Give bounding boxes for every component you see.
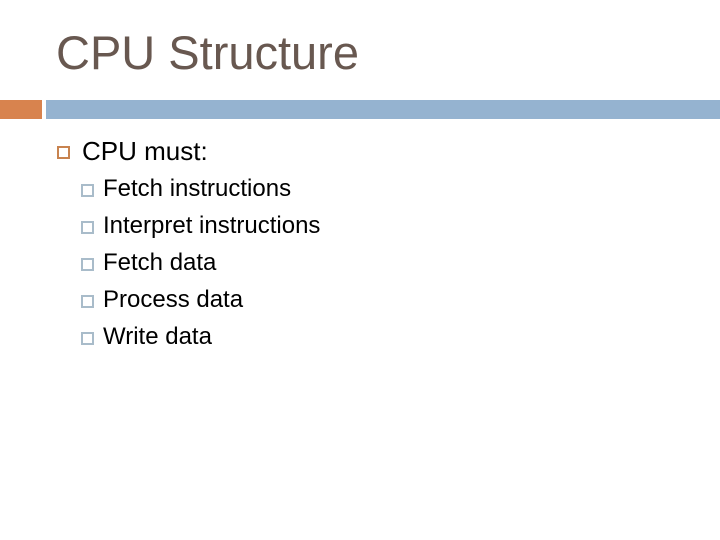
bullet-square-icon	[57, 145, 70, 159]
list-item: Interpret instructions	[81, 211, 320, 241]
bullet-square-icon	[81, 294, 94, 308]
list-item: Process data	[81, 285, 320, 315]
list-item-label: CPU must:	[82, 135, 208, 166]
bullet-square-icon	[81, 220, 94, 234]
list-item-label: Fetch instructions	[103, 175, 292, 202]
bullet-list: CPU must: Fetch instructions Interpret i…	[57, 136, 320, 359]
accent-bar-orange	[0, 100, 42, 119]
list-item-label: Interpret instructions	[103, 212, 321, 239]
bullet-square-icon	[81, 257, 94, 271]
slide-title: CPU Structure	[56, 26, 359, 79]
list-item: Fetch instructions	[81, 174, 320, 204]
list-item: Write data	[81, 322, 320, 352]
sub-bullet-list: Fetch instructions Interpret instruction…	[57, 174, 320, 352]
list-item-level1: CPU must:	[57, 136, 320, 166]
list-item-label: Process data	[103, 286, 244, 313]
list-item-label: Fetch data	[103, 249, 217, 276]
accent-bar-blue	[46, 100, 720, 119]
bullet-square-icon	[81, 183, 94, 197]
list-item: Fetch data	[81, 248, 320, 278]
bullet-square-icon	[81, 331, 94, 345]
list-item-label: Write data	[103, 323, 212, 350]
